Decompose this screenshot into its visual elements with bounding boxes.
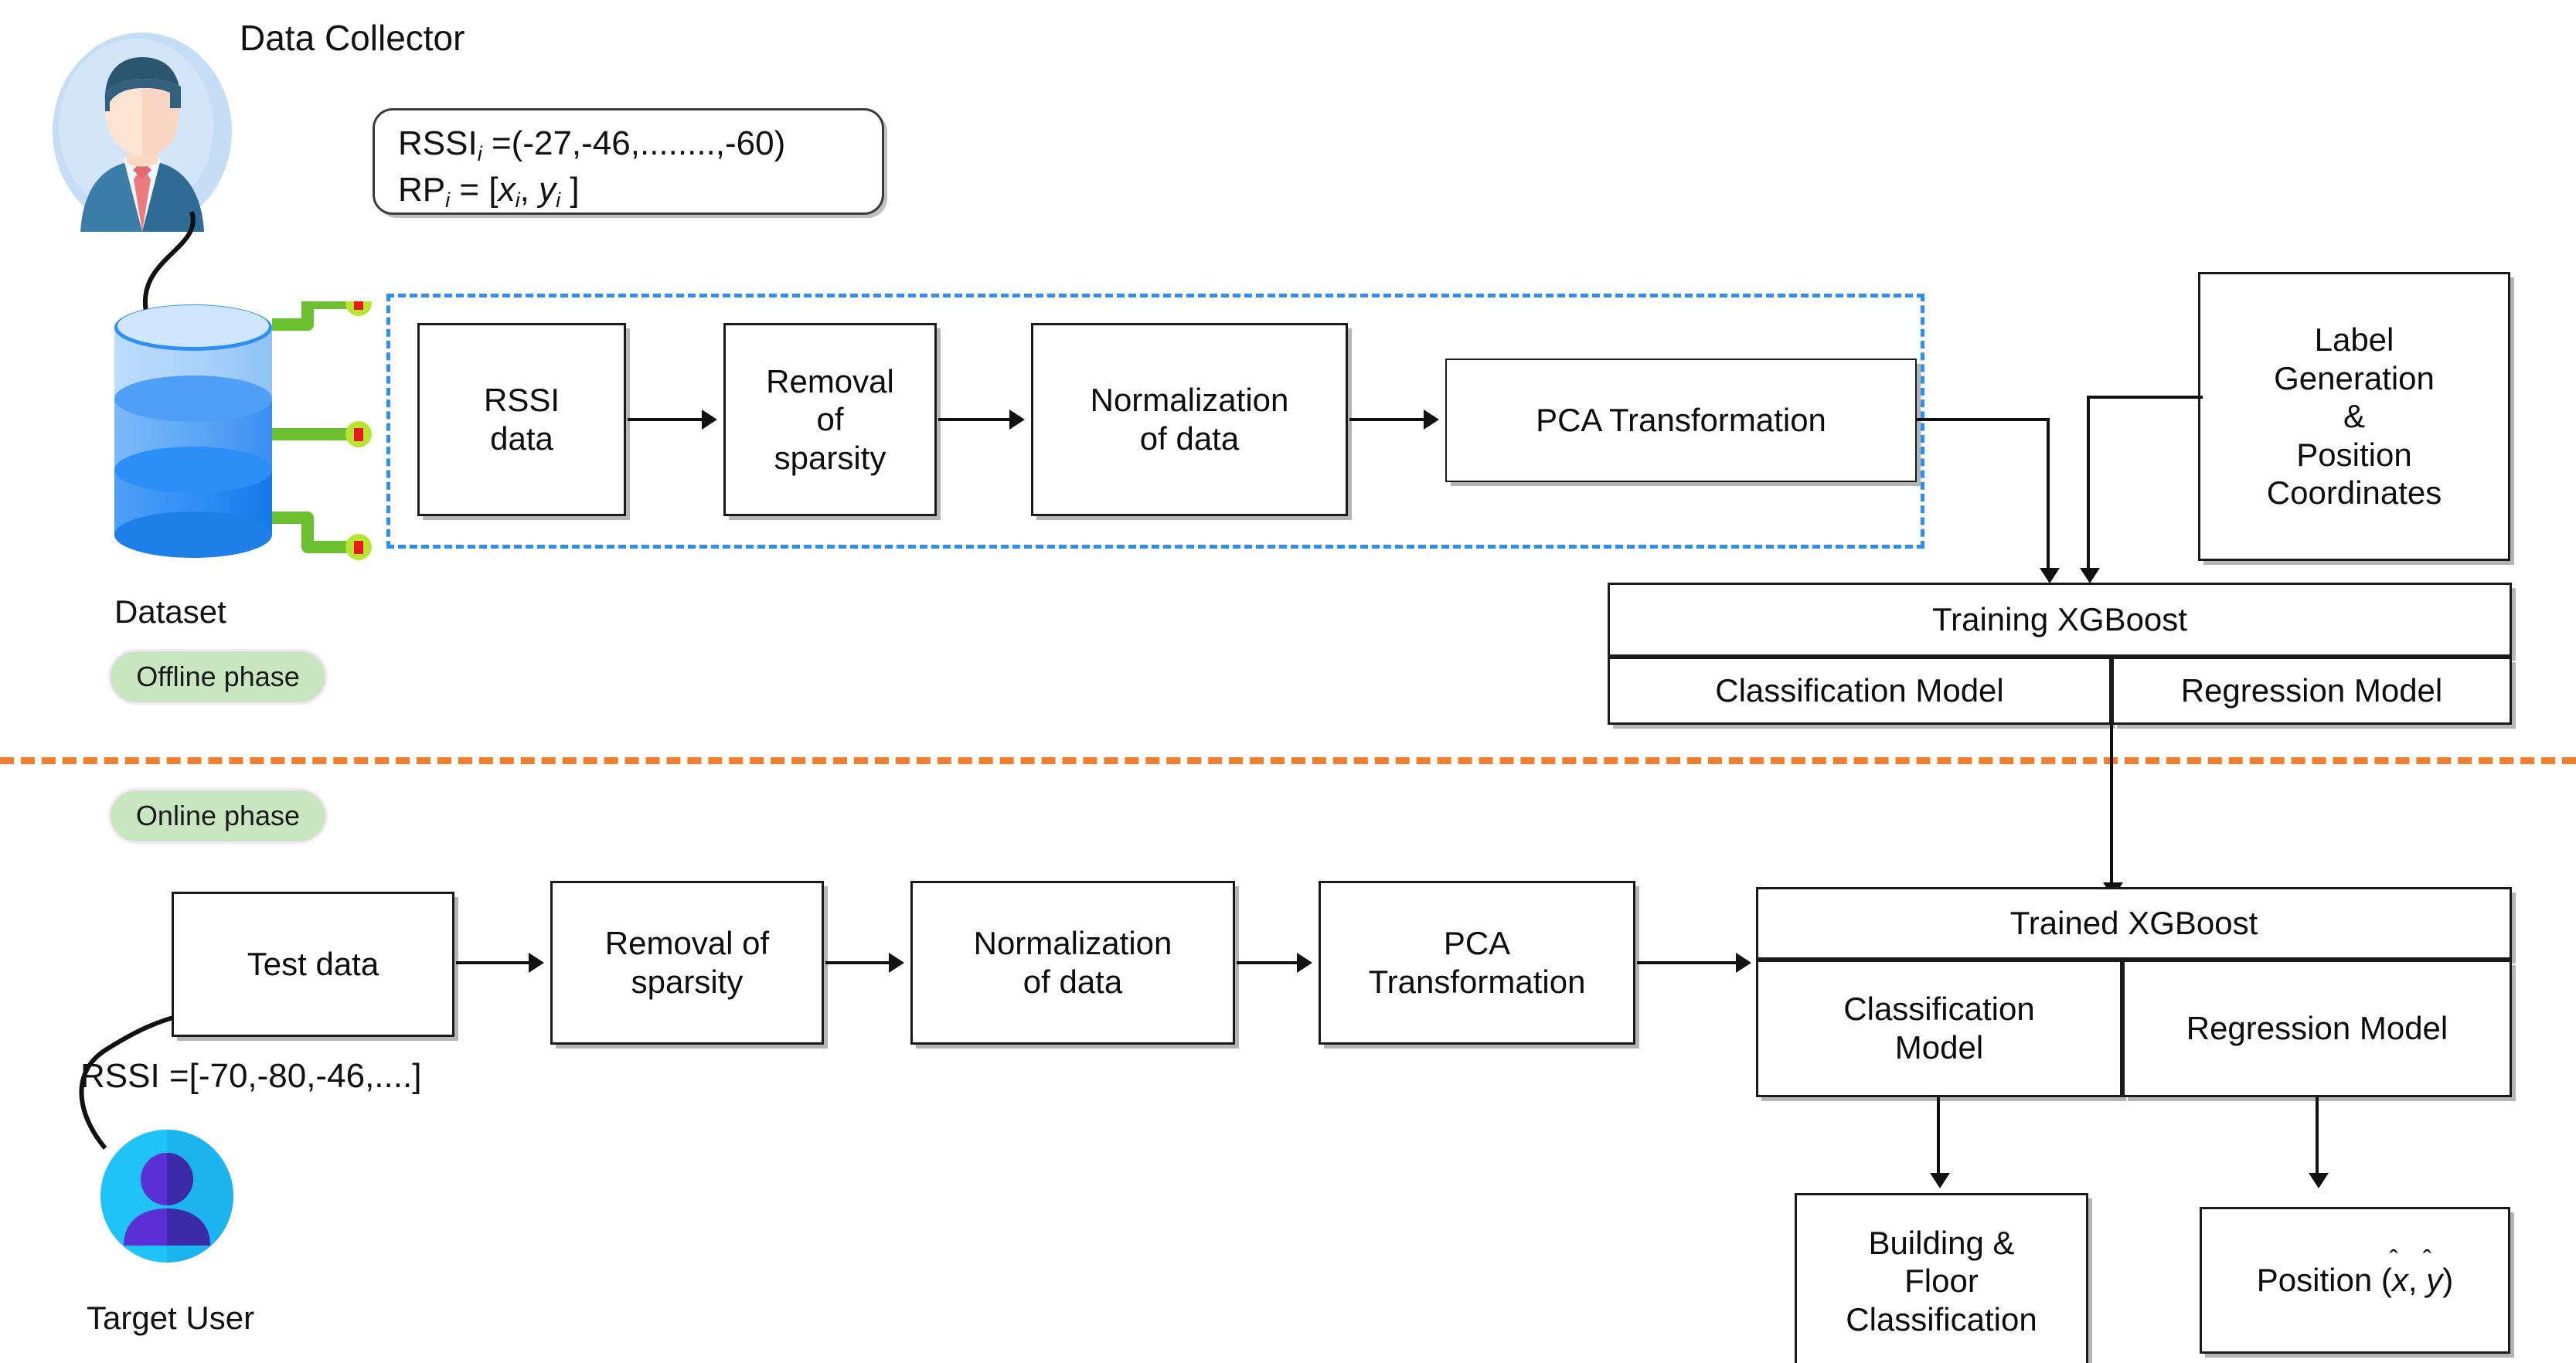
training-xgboost-header[interactable]: Training XGBoost [1608, 583, 2512, 657]
offline-phase-badge: Offline phase [108, 649, 328, 705]
offline-step-pca-transformation[interactable]: PCA Transformation [1445, 359, 1917, 482]
data-collector-icon [53, 32, 232, 232]
arrow-sparsity-to-normalization-online-head [889, 953, 904, 973]
arrow-pca-to-trained-head [1736, 953, 1751, 973]
formula-line-1: RSSIi =(-27,-46,........,-60) [398, 121, 862, 168]
data-collector-avatar [53, 31, 232, 232]
arrow-training-to-trained-v [2110, 725, 2113, 887]
arrow-sparsity-to-normalization-online-line [825, 961, 890, 964]
online-step-normalization-of-data[interactable]: Normalization of data [910, 881, 1235, 1045]
offline-preprocessing-container [386, 294, 1924, 549]
arrow-rssi-to-sparsity-line [628, 418, 705, 421]
formula-rp-close: ] [560, 171, 580, 209]
phase-divider-line [0, 757, 2576, 764]
arrow-pca-to-trained-line [1637, 961, 1739, 964]
arrow-testdata-to-sparsity-head [529, 953, 544, 973]
arrow-pca-to-training-v [2047, 418, 2050, 571]
offline-step-rssi-data[interactable]: RSSI data [417, 323, 626, 516]
offline-step-normalization-of-data[interactable]: Normalization of data [1031, 323, 1348, 516]
arrow-pca-to-training-h [1917, 418, 2050, 421]
arrow-sparsity-to-normalization-line [938, 418, 1012, 421]
output-position-x: x̂ [2391, 1262, 2408, 1299]
dataset-database-icon [108, 300, 278, 563]
training-classification-model[interactable]: Classification Model [1608, 657, 2112, 725]
arrow-labelgen-to-training-h [2087, 396, 2203, 399]
online-rssi-vector-label: RSSI =[-70,-80,-46,....] [80, 1057, 422, 1095]
output-building-floor-classification[interactable]: Building & Floor Classification [1795, 1193, 2088, 1363]
formula-rp-x: x [498, 171, 516, 209]
target-user-avatar [100, 1130, 233, 1263]
arrow-pca-to-training-head [2040, 568, 2060, 583]
online-phase-badge: Online phase [108, 788, 328, 844]
formula-rssi-value: =(-27,-46,........,-60) [482, 124, 786, 162]
target-user-icon [100, 1130, 233, 1263]
output-position-text: Position (x̂, ŷ) [2257, 1261, 2453, 1300]
online-step-removal-of-sparsity[interactable]: Removal of sparsity [550, 881, 824, 1045]
label-generation-box[interactable]: Label Generation & Position Coordinates [2198, 272, 2510, 561]
dataset-label: Dataset [114, 593, 226, 630]
data-collector-label: Data Collector [240, 18, 465, 58]
formula-rp-open: = [ [450, 171, 499, 209]
arrow-normalization-to-pca-head [1424, 410, 1439, 430]
arrow-regression-to-output-v [2316, 1097, 2319, 1178]
arrow-sparsity-to-normalization-head [1009, 410, 1025, 430]
formula-rp-y: y [539, 171, 556, 209]
output-position-comma: , [2408, 1262, 2427, 1299]
arrow-classification-to-output-head [1930, 1173, 1950, 1188]
formula-rp-y-subscript: i [556, 188, 561, 212]
formula-line-2: RPi = [xi, yi ] [398, 168, 862, 214]
formula-rp-subscript: i [445, 188, 451, 212]
arrow-regression-to-output-head [2309, 1173, 2329, 1188]
trained-xgboost-header[interactable]: Trained XGBoost [1756, 887, 2512, 960]
arrow-classification-to-output-v [1937, 1097, 1940, 1178]
trained-classification-model[interactable]: Classification Model [1756, 960, 2122, 1097]
formula-rp-comma: , [519, 171, 539, 209]
arrow-labelgen-to-training-v [2087, 396, 2090, 572]
formula-rssi-label: RSSI [398, 124, 478, 162]
arrow-testdata-to-sparsity-line [456, 961, 532, 964]
offline-step-removal-of-sparsity[interactable]: Removal of sparsity [723, 323, 937, 516]
output-position-suffix: ) [2442, 1262, 2454, 1299]
training-regression-model[interactable]: Regression Model [2112, 657, 2512, 725]
output-position-coordinates[interactable]: Position (x̂, ŷ) [2200, 1207, 2510, 1354]
dataset-cables [272, 301, 372, 560]
rssi-formula-box: RSSIi =(-27,-46,........,-60) RPi = [xi,… [373, 108, 884, 215]
online-step-test-data[interactable]: Test data [172, 892, 454, 1037]
arrow-labelgen-to-training-head [2080, 568, 2100, 583]
target-user-label: Target User [87, 1300, 255, 1336]
arrow-rssi-to-sparsity-head [702, 410, 717, 430]
formula-rp-x-subscript: i [515, 188, 520, 212]
output-position-prefix: Position ( [2256, 1262, 2392, 1299]
formula-rp-label: RP [398, 171, 446, 209]
trained-regression-model[interactable]: Regression Model [2122, 960, 2512, 1097]
arrow-normalization-to-pca-online-head [1297, 953, 1312, 973]
arrow-normalization-to-pca-line [1349, 418, 1427, 421]
output-position-y: ŷ [2426, 1262, 2443, 1299]
online-step-pca-transformation[interactable]: PCA Transformation [1319, 881, 1635, 1045]
formula-rssi-subscript: i [477, 141, 482, 166]
arrow-normalization-to-pca-online-line [1237, 961, 1297, 964]
